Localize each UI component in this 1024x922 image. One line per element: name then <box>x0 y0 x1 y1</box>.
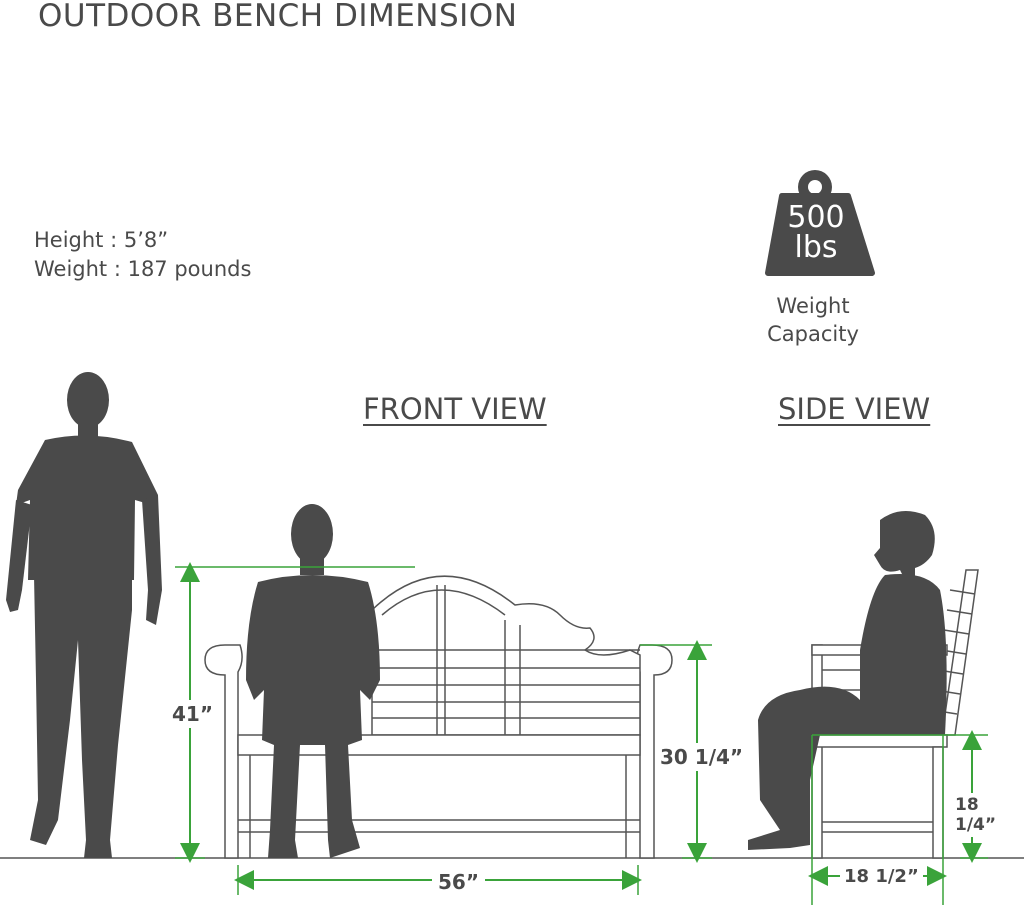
capacity-label-line2: Capacity <box>767 322 859 346</box>
person-info: Height : 5’8” Weight : 187 pounds <box>34 226 251 284</box>
side-view-label: SIDE VIEW <box>778 392 931 426</box>
capacity-label: Weight Capacity <box>748 292 878 348</box>
capacity-label-line1: Weight <box>776 294 850 318</box>
dim-depth: 18 1/2” <box>840 866 923 887</box>
dim-seat-height: 18 1/4” <box>955 793 1024 837</box>
bench-front-icon <box>204 575 673 859</box>
weight-icon <box>765 170 875 276</box>
seated-person-front-icon <box>246 504 380 858</box>
dim-width: 56” <box>432 870 485 894</box>
dim-arm-height: 30 1/4” <box>658 743 746 771</box>
front-view-label: FRONT VIEW <box>363 392 547 426</box>
weight-badge-unit: lbs <box>794 230 838 265</box>
weight-badge-value: 500 <box>787 200 845 235</box>
dim-total-height: 41” <box>172 700 213 728</box>
seated-person-side-icon <box>748 511 947 850</box>
person-weight: Weight : 187 pounds <box>34 257 252 281</box>
person-height: Height : 5’8” <box>34 228 169 252</box>
page-title: OUTDOOR BENCH DIMENSION <box>38 0 518 34</box>
weight-badge: 500 lbs <box>768 203 864 263</box>
standing-person-icon <box>6 372 162 858</box>
